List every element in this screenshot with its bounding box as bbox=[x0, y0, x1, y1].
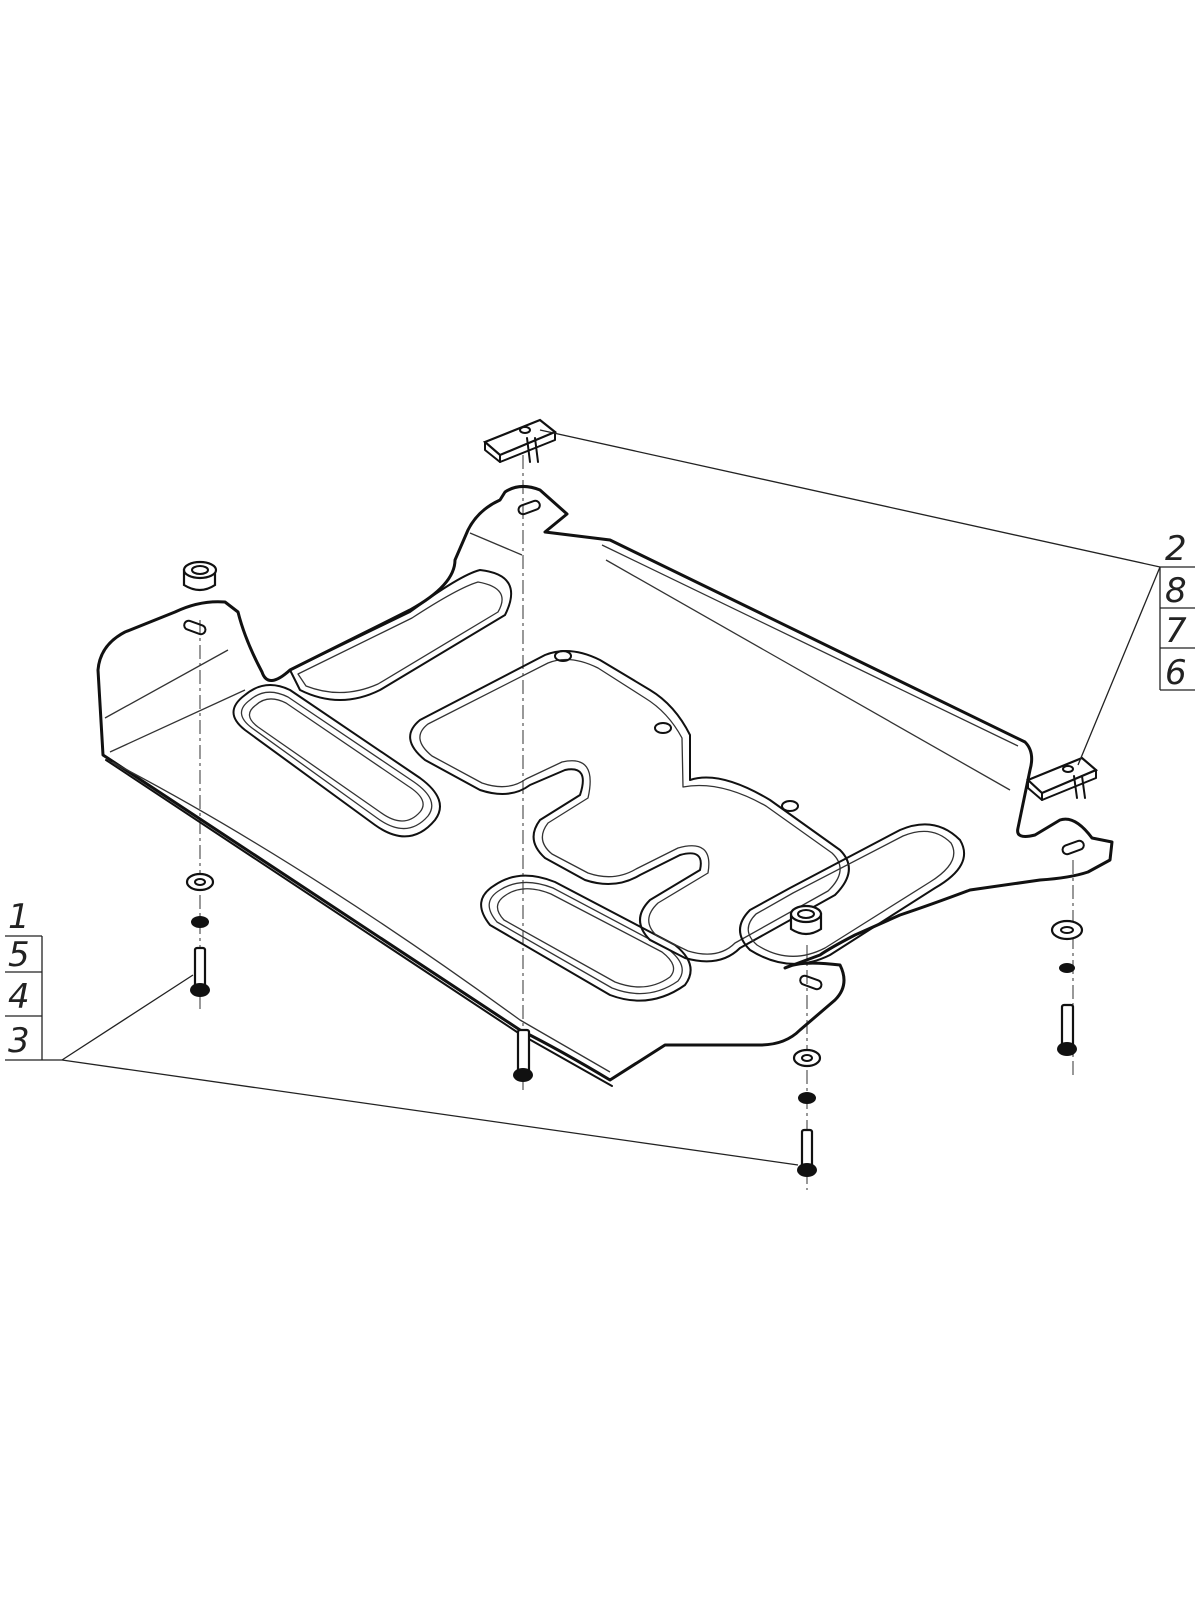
skid-plate bbox=[96, 485, 1114, 1087]
stiffening-ribs bbox=[232, 569, 965, 1002]
clip-nut-right bbox=[1025, 756, 1099, 801]
fastener-stack-left bbox=[185, 872, 215, 997]
callout-3: 3 bbox=[8, 1021, 30, 1061]
callout-1: 1 bbox=[8, 897, 30, 937]
spacer-bushing-left bbox=[182, 560, 218, 592]
callout-table-right: 2 8 7 6 bbox=[1159, 529, 1195, 693]
callout-6: 6 bbox=[1165, 653, 1187, 693]
callout-4: 4 bbox=[8, 977, 30, 1017]
fastener-stack-bottom bbox=[792, 1048, 822, 1177]
callout-5: 5 bbox=[8, 935, 30, 975]
clip-nut-top bbox=[482, 418, 558, 463]
spacer-bushing-right bbox=[789, 904, 823, 936]
fastener-center-bolt bbox=[513, 1028, 533, 1082]
fastener-stack-right bbox=[1050, 919, 1084, 1056]
leader-lines bbox=[5, 429, 1195, 1166]
callout-8: 8 bbox=[1165, 571, 1187, 611]
mounting-slots bbox=[183, 499, 1085, 991]
callout-table-left: 1 5 4 3 bbox=[5, 897, 43, 1061]
callout-7: 7 bbox=[1165, 611, 1187, 651]
assembly-axes bbox=[199, 455, 1074, 1190]
callout-2: 2 bbox=[1165, 529, 1187, 569]
